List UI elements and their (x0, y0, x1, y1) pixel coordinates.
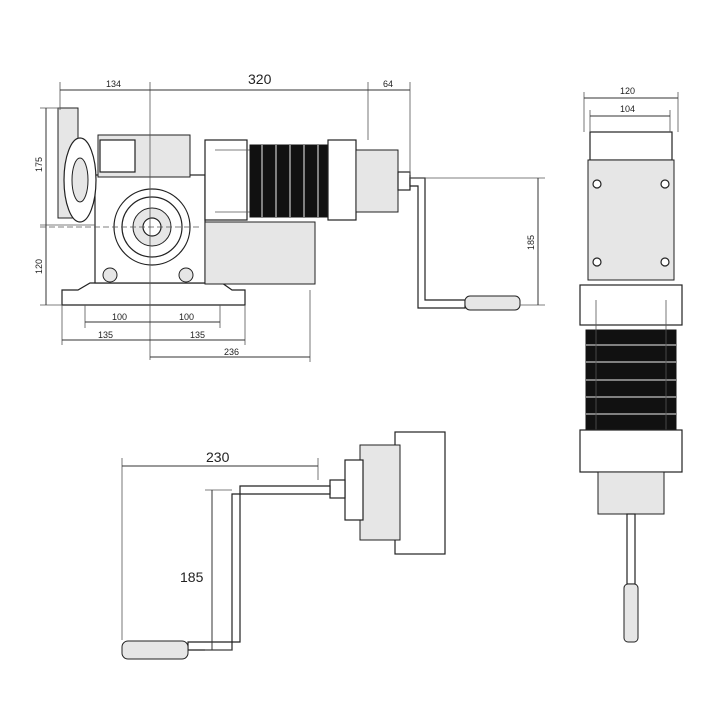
crank-grip (464, 295, 521, 311)
label-100-left: 100 (112, 312, 127, 322)
side-flange-lower (579, 429, 683, 473)
crank-detail-grip (121, 640, 189, 660)
crank-housing-back (394, 431, 446, 555)
label-175: 175 (34, 157, 44, 172)
label-135-left: 135 (98, 330, 113, 340)
side-view (579, 131, 683, 643)
crank-housing-nub (329, 479, 346, 499)
crank-gearbox (355, 149, 399, 213)
crank-arm (409, 177, 466, 309)
side-top-cover (589, 131, 673, 161)
label-185-front: 185 (526, 235, 536, 250)
base-plate (61, 282, 246, 306)
side-dimensions: 120 104 (583, 86, 679, 132)
label-236: 236 (224, 347, 239, 357)
side-crank-shaft (626, 513, 636, 585)
terminal-box (204, 221, 316, 285)
motor-flange-right (327, 139, 357, 221)
front-view (57, 107, 521, 311)
label-64: 64 (383, 79, 393, 89)
label-100-right: 100 (179, 312, 194, 322)
front-labels: 134 320 64 175 120 185 100 100 135 135 2… (34, 71, 536, 357)
label-crank-185: 185 (180, 569, 204, 585)
brake-disc-inner (71, 157, 89, 203)
motor-flange-left (204, 139, 248, 221)
label-side-120: 120 (620, 86, 635, 96)
label-135-right: 135 (190, 330, 205, 340)
gearbox-cap (99, 139, 136, 173)
foot-bolt-left (102, 267, 118, 283)
front-dimensions (40, 82, 545, 362)
side-crank-grip (623, 583, 639, 643)
label-320: 320 (248, 71, 272, 87)
label-120: 120 (34, 259, 44, 274)
side-gearbox (587, 159, 675, 281)
motor-stator (249, 144, 329, 218)
crank-view (121, 431, 446, 660)
crank-dimensions: 230 185 (121, 449, 319, 651)
crank-detail-arm (187, 485, 331, 651)
side-crank-gearbox (597, 471, 665, 515)
label-230: 230 (206, 449, 230, 465)
crank-housing-cap (344, 459, 364, 521)
label-side-104: 104 (620, 104, 635, 114)
label-134: 134 (106, 79, 121, 89)
crank-housing (359, 444, 401, 541)
foot-bolt-right (178, 267, 194, 283)
side-flange-upper (579, 284, 683, 326)
crank-coupling (397, 171, 411, 191)
